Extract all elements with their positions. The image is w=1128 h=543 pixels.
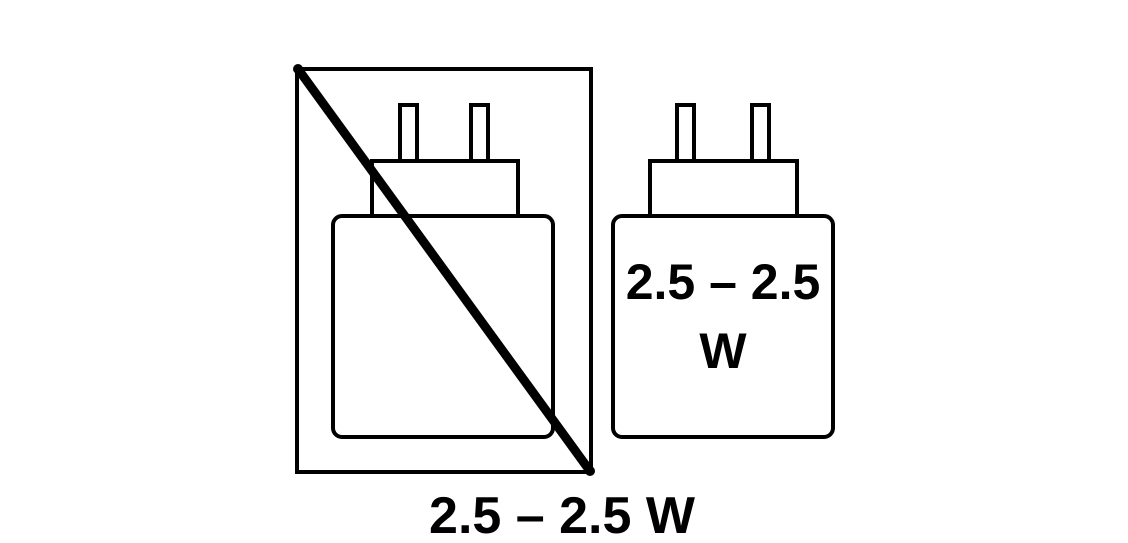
- left-charger-prong-left: [398, 103, 419, 164]
- charger-rating-line-2: W: [699, 323, 747, 379]
- charger-icon: 2.5 – 2.5 W: [611, 103, 835, 439]
- left-charger-body: [331, 214, 555, 439]
- right-charger-prong-left: [675, 103, 696, 164]
- left-charger-prong-right: [469, 103, 490, 164]
- strike-end-dot-top: [293, 64, 303, 74]
- strike-through-line: [293, 64, 595, 476]
- strike-end-dot-bottom: [585, 466, 595, 476]
- right-charger-body: [611, 214, 835, 439]
- power-range-caption: 2.5 – 2.5 W: [429, 487, 696, 543]
- right-charger-neck: [648, 159, 799, 218]
- crossed-charger-frame: [295, 67, 593, 474]
- charger-rating-line-1: 2.5 – 2.5: [626, 254, 821, 310]
- right-charger-prong-right: [750, 103, 771, 164]
- charger-not-included-icon: [293, 64, 595, 476]
